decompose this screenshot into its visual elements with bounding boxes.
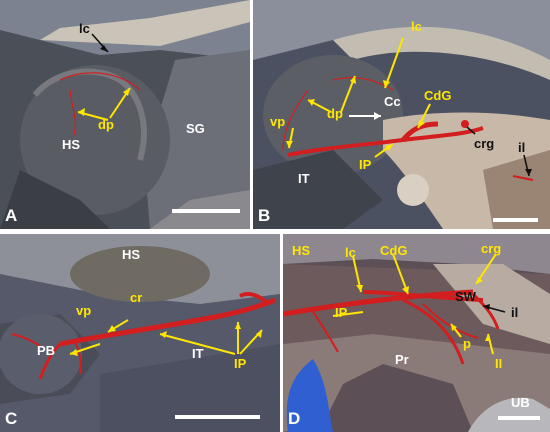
label-il: il: [511, 305, 519, 320]
sw-tissue: [433, 264, 550, 344]
label-il: il: [518, 140, 526, 155]
label-ub: UB: [511, 395, 530, 410]
label-crg: crg: [481, 241, 502, 256]
panel-d: HS lc CdG crg SW il IP Pr p II UB D: [283, 234, 550, 432]
label-crg: crg: [474, 136, 495, 151]
label-cc: Cc: [384, 94, 401, 109]
pb-structure: [0, 314, 82, 394]
panel-a-photo: [0, 0, 250, 229]
label-vp: vp: [76, 303, 92, 318]
label-lc: lc: [345, 245, 356, 260]
label-dp: dp: [98, 117, 114, 132]
label-dp: dp: [327, 106, 343, 121]
scale-bar: [172, 209, 240, 213]
label-cr: cr: [130, 290, 143, 305]
panel-b: lc dp Cc CdG vp crg il IT IP B: [253, 0, 550, 229]
scale-bar: [493, 218, 538, 222]
panel-letter: B: [258, 206, 271, 225]
label-it: IT: [298, 171, 310, 186]
label-cdg: CdG: [424, 88, 452, 103]
label-ip: IP: [234, 356, 247, 371]
panel-a: lc dp HS SG A: [0, 0, 250, 229]
panel-letter: D: [288, 409, 301, 428]
label-hs: HS: [292, 243, 311, 258]
panel-c-photo: [0, 234, 280, 432]
label-ii: II: [495, 356, 503, 371]
panel-letter: A: [5, 206, 18, 225]
label-p: p: [463, 336, 471, 351]
label-ip: IP: [359, 157, 372, 172]
label-hs: HS: [62, 137, 81, 152]
label-sg: SG: [186, 121, 205, 136]
scale-bar: [498, 416, 540, 420]
label-sw: SW: [455, 289, 476, 304]
panel-letter: C: [5, 409, 18, 428]
panel-d-photo: [283, 234, 550, 432]
label-cdg: CdG: [380, 243, 408, 258]
sg-tissue: [145, 50, 250, 229]
scale-bar: [175, 415, 260, 419]
label-it: IT: [192, 346, 204, 361]
panel-b-photo: [253, 0, 550, 229]
label-hs: HS: [122, 247, 141, 262]
background-blue: [286, 359, 333, 432]
label-pb: PB: [37, 343, 56, 358]
label-ip: IP: [335, 305, 348, 320]
label-pr: Pr: [395, 352, 409, 367]
label-lc: lc: [411, 19, 422, 34]
hs-muscle: [70, 246, 210, 302]
ligament-band: [333, 26, 550, 80]
label-lc: lc: [79, 21, 90, 36]
panel-c: HS vp cr PB IT IP C: [0, 234, 280, 432]
label-vp: vp: [270, 114, 286, 129]
hs-muscle: [20, 65, 170, 215]
